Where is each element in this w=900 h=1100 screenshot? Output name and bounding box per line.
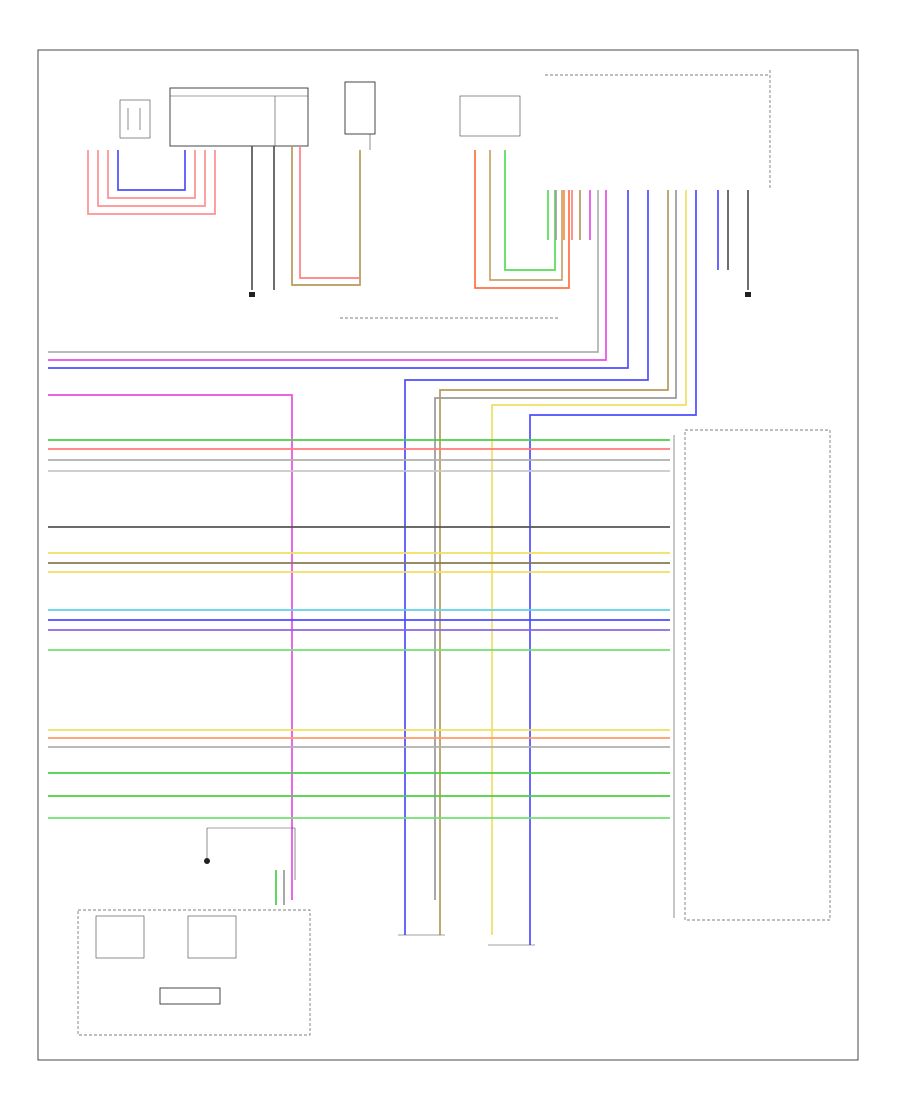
steering-loop-wires (87, 150, 216, 215)
steering-angle-sensor-group (119, 81, 376, 150)
drop-wire-blue-2-down (529, 190, 697, 920)
ground-symbol (745, 292, 751, 297)
steering-column-control-module (169, 87, 309, 147)
yaw-rate-sensor-box (459, 95, 521, 137)
cluster-inner-box-right (187, 915, 237, 959)
steering-angle-sensor-connector (119, 99, 151, 139)
yaw-loop-tan (489, 150, 563, 281)
wire-pink-to-cluster (48, 394, 293, 900)
instrument-cluster (77, 827, 311, 1036)
loop-wire-red-2 (97, 150, 206, 207)
body-control-module-header (545, 70, 771, 190)
wire-tan-loop (291, 146, 361, 286)
drop-wire-gray (48, 190, 599, 353)
cluster-inner-box-left (95, 915, 145, 959)
top-right-drop-wires (48, 190, 751, 920)
drop-wire-pink (48, 190, 607, 361)
horizontal-bus-wires (48, 439, 670, 819)
loop-wire-red-1 (107, 150, 196, 199)
cluster-connector-bracket (207, 827, 296, 880)
drop-wire-gray-down (434, 190, 677, 900)
loop-wire-blue (117, 150, 186, 191)
drop-wire-tan-down (439, 190, 669, 900)
wire-red-loop (299, 146, 360, 279)
right-module-dashed-box (684, 429, 831, 921)
cluster-display-box (159, 987, 221, 1005)
diagram-frame (37, 49, 859, 1061)
drop-wire-yellow-down (491, 190, 687, 900)
drop-wire-blue-down (404, 190, 649, 900)
loop-wire-red-3 (87, 150, 216, 215)
yaw-rate-sensor-group (340, 95, 570, 319)
steering-module-wires (249, 146, 361, 297)
yaw-loop-orange (474, 150, 570, 289)
bottom-center-sensors (398, 900, 535, 946)
drop-wire-blue (48, 190, 629, 369)
ground-symbol (204, 858, 210, 864)
wheel-position-sensor-box (344, 81, 376, 135)
instrument-cluster-box (77, 909, 311, 1036)
right-control-module (673, 429, 831, 921)
ground-symbol (249, 292, 255, 297)
yaw-loop-green (504, 150, 556, 271)
